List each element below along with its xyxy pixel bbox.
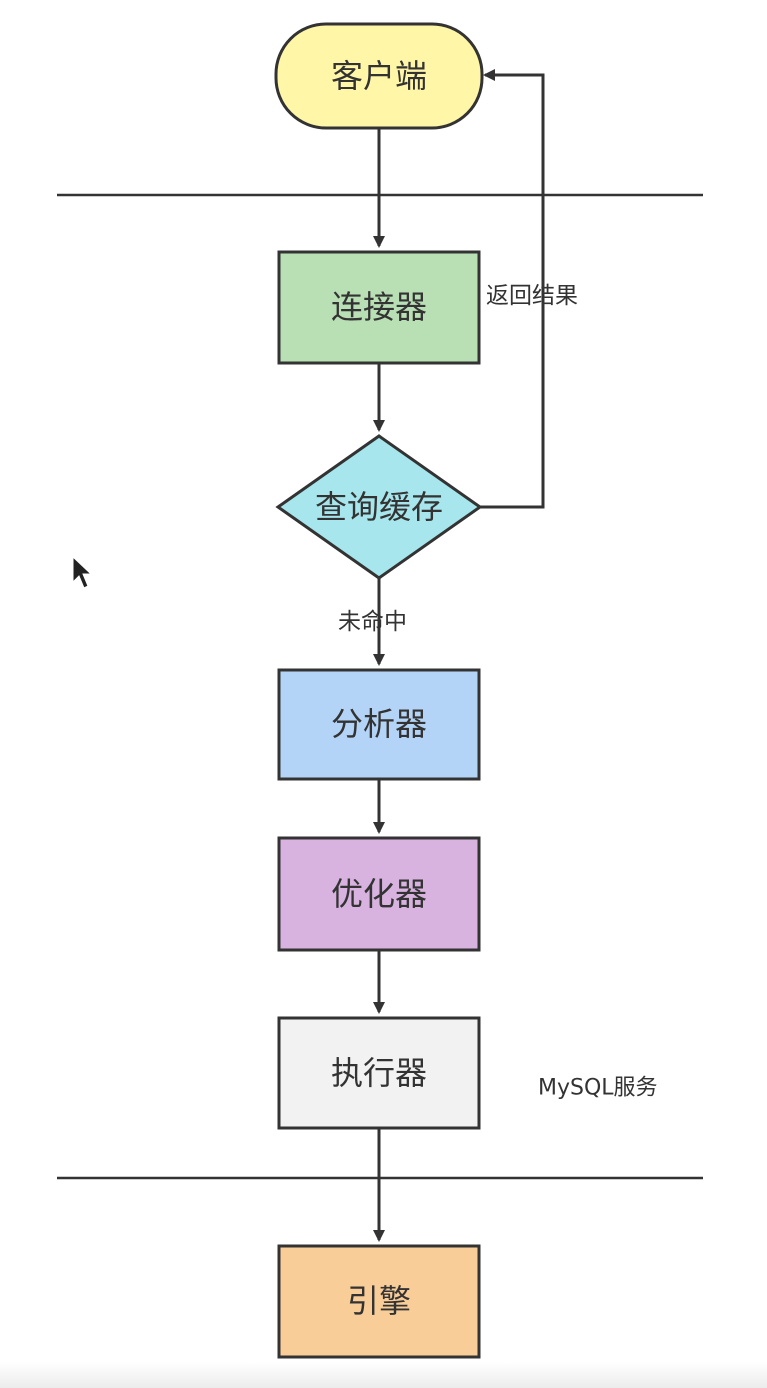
optimizer-shape <box>277 836 481 952</box>
cache-miss-label: 未命中 <box>338 609 407 635</box>
engine-label: 引擎 <box>347 1282 411 1320</box>
client-label: 客户端 <box>331 57 427 95</box>
node-connector: 连接器 <box>277 250 481 365</box>
query-cache-shape <box>275 434 483 580</box>
executor-label: 执行器 <box>331 1054 427 1092</box>
executor-shape <box>277 1016 481 1130</box>
client-shape <box>274 22 484 130</box>
optimizer-label: 优化器 <box>331 875 427 913</box>
node-analyzer: 分析器 <box>277 668 481 781</box>
node-engine: 引擎 <box>277 1244 481 1359</box>
connector-label: 连接器 <box>331 288 427 326</box>
return-result-label: 返回结果 <box>486 283 578 309</box>
node-executor: 执行器 <box>277 1016 481 1130</box>
node-client: 客户端 <box>274 22 484 130</box>
bottom-fade <box>0 1362 767 1388</box>
node-query-cache: 查询缓存 <box>275 434 483 580</box>
edge-cache-return-to-client <box>480 69 545 509</box>
mysql-service-label: MySQL服务 <box>538 1076 658 1101</box>
mouse-cursor-icon <box>72 555 93 589</box>
query-cache-label: 查询缓存 <box>315 488 443 526</box>
node-optimizer: 优化器 <box>277 836 481 952</box>
analyzer-label: 分析器 <box>331 705 427 743</box>
connector-shape <box>277 250 481 365</box>
engine-shape <box>277 1244 481 1359</box>
analyzer-shape <box>277 668 481 781</box>
